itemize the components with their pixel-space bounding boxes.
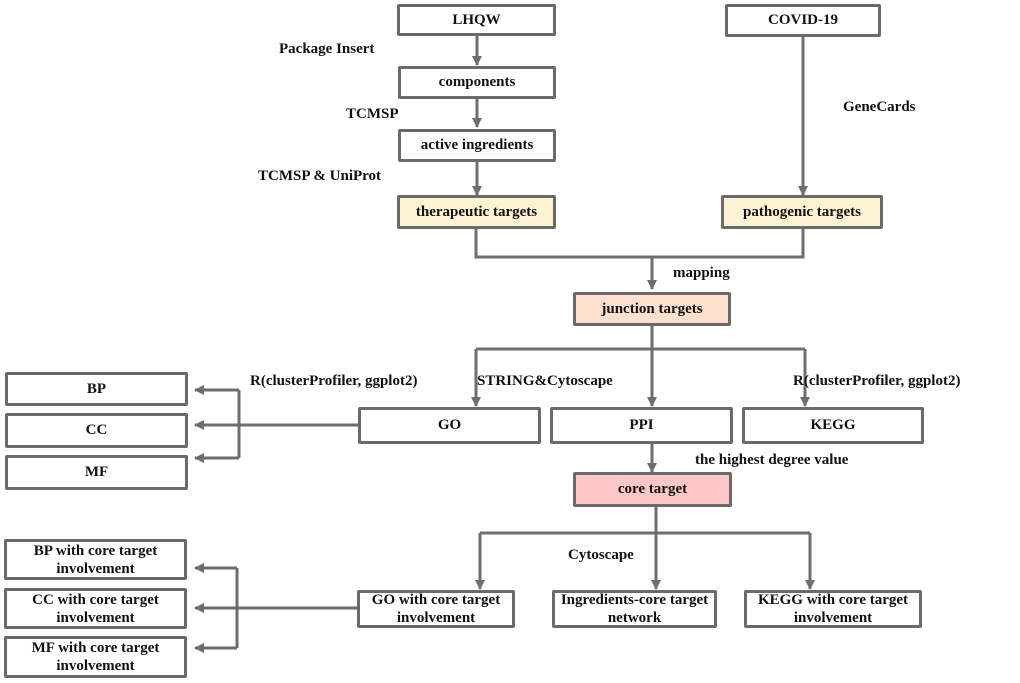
node-label: BP bbox=[86, 380, 107, 397]
merge-line bbox=[474, 228, 805, 259]
label-tcmsp-uniprot: TCMSP & UniProt bbox=[258, 168, 382, 184]
node-pathogenic-targets: pathogenic targets bbox=[721, 195, 883, 229]
label-string-cytoscape: STRING&Cytoscape bbox=[477, 373, 613, 389]
node-label-line: involvement bbox=[56, 560, 135, 577]
node-label: core target bbox=[617, 481, 688, 497]
node-label: components bbox=[438, 74, 516, 90]
label-highest-degree: the highest degree value bbox=[695, 452, 849, 468]
label-r-go: R(clusterProfiler, ggplot2) bbox=[250, 373, 418, 389]
node-therapeutic-targets: therapeutic targets bbox=[397, 195, 556, 229]
node-ingredients-core: Ingredients-core target network bbox=[552, 590, 717, 628]
node-label-line: BP with core target bbox=[33, 542, 158, 559]
node-mf: MF bbox=[5, 455, 188, 490]
label-package-insert: Package Insert bbox=[279, 41, 375, 57]
node-label-line: CC with core target bbox=[32, 591, 159, 608]
node-label: PPI bbox=[629, 417, 654, 433]
label-cytoscape: Cytoscape bbox=[568, 547, 634, 563]
node-label-line: GO with core target bbox=[371, 592, 501, 608]
node-kegg-core: KEGG with core target involvement bbox=[744, 590, 922, 628]
node-cc-core: CC with core target involvement bbox=[4, 588, 187, 629]
node-go-core: GO with core target involvement bbox=[357, 590, 515, 628]
label-mapping: mapping bbox=[673, 265, 730, 281]
node-bp-core: BP with core target involvement bbox=[4, 539, 187, 580]
node-label: GO bbox=[437, 417, 462, 433]
node-label: junction targets bbox=[601, 300, 703, 317]
node-kegg: KEGG bbox=[742, 407, 924, 444]
node-lhqw: LHQW bbox=[397, 4, 556, 36]
node-junction-targets: junction targets bbox=[573, 292, 731, 326]
node-label: therapeutic targets bbox=[415, 203, 538, 220]
node-mf-core: MF with core target involvement bbox=[4, 636, 187, 678]
node-cc: CC bbox=[5, 413, 188, 448]
node-label: active ingredients bbox=[420, 137, 534, 153]
label-r-kegg: R(clusterProfiler, ggplot2) bbox=[793, 373, 961, 389]
node-label-line: MF with core target bbox=[31, 640, 160, 656]
node-core-target: core target bbox=[573, 472, 732, 507]
node-label: CC bbox=[85, 422, 108, 438]
node-label-line: Ingredients-core target bbox=[560, 592, 709, 608]
node-covid: COVID-19 bbox=[725, 4, 881, 37]
node-label-line: involvement bbox=[56, 658, 135, 674]
node-label-line: network bbox=[607, 610, 662, 626]
label-tcmsp: TCMSP bbox=[346, 106, 399, 122]
node-bp: BP bbox=[5, 372, 188, 406]
node-label-line: involvement bbox=[56, 609, 135, 626]
node-active-ingredients: active ingredients bbox=[398, 129, 556, 162]
node-label-line: involvement bbox=[793, 610, 873, 626]
label-genecards: GeneCards bbox=[843, 99, 916, 115]
node-label: MF bbox=[84, 464, 109, 480]
node-label-line: KEGG with core target bbox=[757, 592, 909, 608]
node-label: COVID-19 bbox=[768, 12, 838, 28]
node-label-line: involvement bbox=[396, 610, 476, 626]
node-go: GO bbox=[358, 407, 541, 444]
node-label: pathogenic targets bbox=[743, 203, 861, 220]
node-label: LHQW bbox=[452, 11, 501, 28]
node-ppi: PPI bbox=[550, 407, 733, 444]
node-label: KEGG bbox=[810, 417, 856, 433]
node-components: components bbox=[398, 66, 556, 99]
